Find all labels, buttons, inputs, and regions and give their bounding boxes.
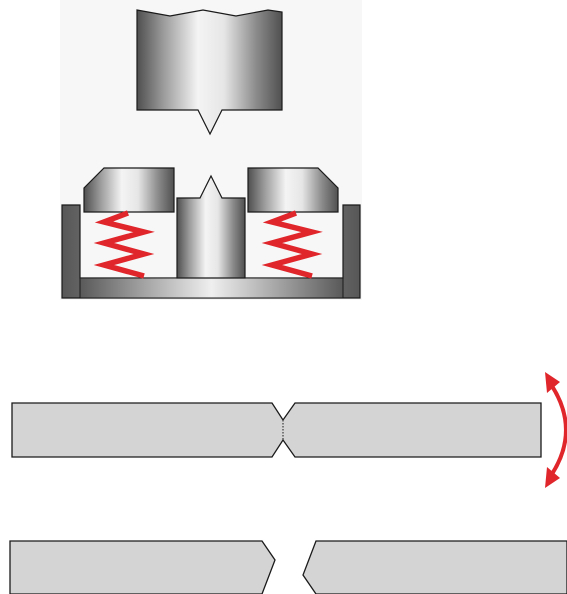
double-headed-curved-arrow-icon bbox=[545, 372, 567, 488]
left-spring bbox=[93, 210, 155, 279]
die-base-plate bbox=[79, 277, 344, 299]
broken-bar-right-half bbox=[302, 540, 567, 594]
right-clamp-jaw bbox=[247, 167, 339, 213]
center-anvil bbox=[176, 174, 246, 279]
upper-punch bbox=[136, 9, 283, 136]
left-clamp-jaw bbox=[83, 167, 175, 213]
right-spring bbox=[261, 210, 323, 279]
broken-bar-left-half bbox=[9, 540, 276, 594]
notched-bar bbox=[11, 402, 542, 458]
